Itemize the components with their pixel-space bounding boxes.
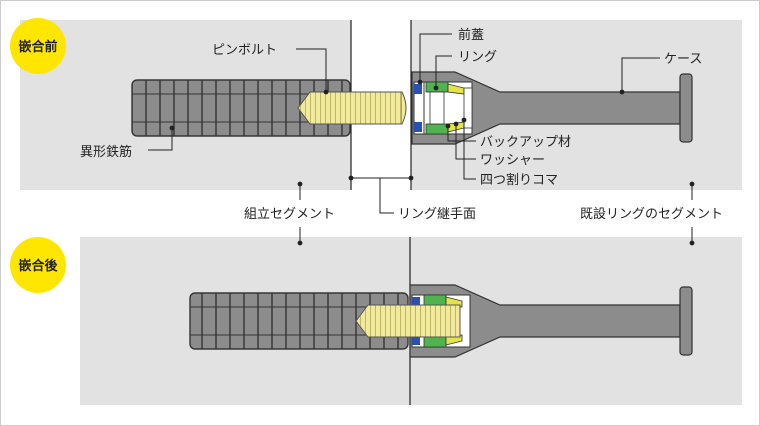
label-washer: ワッシャー xyxy=(480,153,545,168)
label-deformed-rebar: 異形鉄筋 xyxy=(80,144,132,160)
label-ring-joint-surface: リング継手面 xyxy=(398,207,476,222)
badge-after: 嵌合後 xyxy=(10,237,66,293)
label-split-piece: 四つ割りコマ xyxy=(480,172,558,188)
label-pin-bolt: ピンボルト xyxy=(212,43,277,58)
leader-lines xyxy=(148,33,693,243)
label-backup-material: バックアップ材 xyxy=(480,135,571,150)
badge-before: 嵌合前 xyxy=(10,18,66,74)
pin-bolt-before xyxy=(297,91,407,125)
after-panel xyxy=(80,237,742,405)
label-case: ケース xyxy=(664,52,702,67)
badge-before-label: 嵌合前 xyxy=(18,39,57,55)
label-assembly-segment: 組立セグメント xyxy=(244,207,335,222)
badge-after-label: 嵌合後 xyxy=(18,258,58,274)
rebar-before xyxy=(131,79,351,137)
before-panel xyxy=(20,20,742,190)
label-ring: リング xyxy=(458,50,497,65)
pin-bolt-after xyxy=(355,304,461,338)
label-existing-ring-segment: 既設リングのセグメント xyxy=(580,206,723,222)
label-front-cover: 前蓋 xyxy=(458,27,484,43)
leader-dots xyxy=(169,79,695,246)
